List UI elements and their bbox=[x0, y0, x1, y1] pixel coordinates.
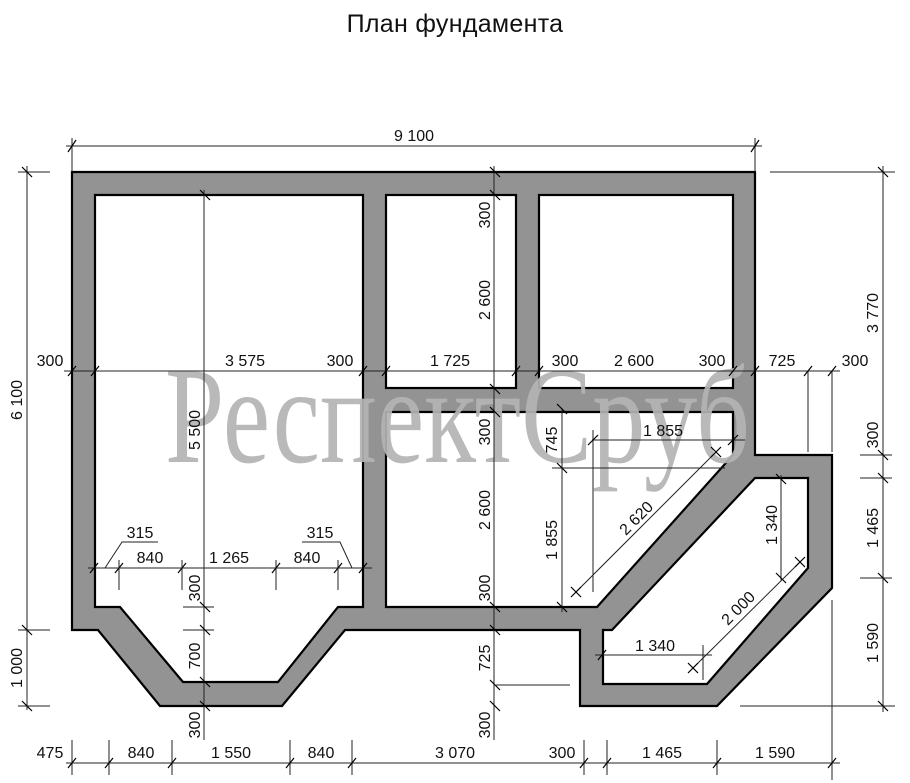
dim-room4-top-wall: 300 bbox=[477, 419, 494, 446]
dim-bay-wall-bottom: 300 bbox=[187, 712, 204, 739]
dim-bottom-4: 840 bbox=[308, 745, 335, 762]
dim-left-total: 6 100 bbox=[9, 380, 26, 420]
dim-room2-height: 2 600 bbox=[477, 280, 494, 320]
room-3 bbox=[537, 193, 735, 390]
dim-room2-width: 1 725 bbox=[430, 353, 470, 370]
dim-room4-height: 2 600 bbox=[477, 490, 494, 530]
dim-bottom-2: 840 bbox=[128, 745, 155, 762]
dim-corner-height: 1 855 bbox=[544, 520, 561, 560]
dim-right-mid: 1 465 bbox=[865, 508, 882, 548]
dim-bay-right-seg: 840 bbox=[294, 550, 321, 567]
dim-bay-wall-top: 300 bbox=[187, 575, 204, 602]
dim-corner-width: 1 855 bbox=[643, 423, 683, 440]
dim-room1-right-wall: 300 bbox=[327, 353, 354, 370]
dim-room1-height: 5 500 bbox=[187, 410, 204, 450]
dim-bottom-7: 1 465 bbox=[642, 745, 682, 762]
dim-bottom-6: 300 bbox=[549, 745, 576, 762]
porch-room bbox=[601, 476, 810, 686]
dim-right-offset: 725 bbox=[769, 353, 796, 370]
dim-bay-depth: 700 bbox=[187, 643, 204, 670]
dim-bay-left-seg: 840 bbox=[137, 550, 164, 567]
dim-bay-right-diag: 315 bbox=[307, 525, 334, 542]
dim-lower-offset: 725 bbox=[477, 645, 494, 672]
dim-right-wall: 300 bbox=[842, 353, 869, 370]
room-1 bbox=[93, 193, 365, 684]
dim-left-wall: 300 bbox=[37, 353, 64, 370]
dim-lower-wall: 300 bbox=[477, 712, 494, 739]
dim-bay-left-diag: 315 bbox=[127, 525, 154, 542]
dim-room4-bottom-wall: 300 bbox=[477, 575, 494, 602]
drawing-title: План фундамента bbox=[346, 10, 564, 38]
watermark: РеспектСруб bbox=[165, 339, 750, 492]
dim-corner-offset-v: 745 bbox=[544, 427, 561, 454]
dim-room3-left-wall: 300 bbox=[552, 353, 579, 370]
dim-porch-width: 1 340 bbox=[635, 638, 675, 655]
room-4 bbox=[384, 410, 735, 609]
dim-room1-width: 3 575 bbox=[225, 353, 265, 370]
dim-right-top: 3 770 bbox=[865, 293, 882, 333]
dim-left-bottom: 1 000 bbox=[9, 648, 26, 688]
dim-bay-center: 1 265 bbox=[209, 550, 249, 567]
dim-top-total: 9 100 bbox=[394, 128, 434, 145]
dim-room3-right-wall: 300 bbox=[699, 353, 726, 370]
dim-right-bottom: 1 590 bbox=[865, 623, 882, 663]
dim-bottom-8: 1 590 bbox=[755, 745, 795, 762]
dim-bottom-5: 3 070 bbox=[435, 745, 475, 762]
dim-bottom-3: 1 550 bbox=[211, 745, 251, 762]
dim-room2-top-wall: 300 bbox=[477, 202, 494, 229]
dim-room3-width: 2 600 bbox=[614, 353, 654, 370]
dim-bottom-1: 475 bbox=[37, 745, 64, 762]
dim-porch-height: 1 340 bbox=[764, 505, 781, 545]
dim-right-wall-seg: 300 bbox=[865, 422, 882, 449]
